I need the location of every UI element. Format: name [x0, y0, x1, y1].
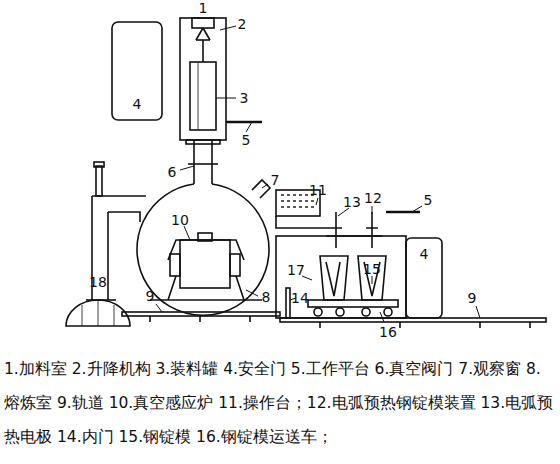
- support-frame: [86, 162, 146, 300]
- callout-number: 12: [364, 191, 382, 205]
- mould-chamber: [276, 236, 406, 318]
- loading-chamber: [180, 18, 226, 140]
- callout-number: 4: [420, 247, 429, 261]
- callout-number: 9: [146, 289, 155, 303]
- inner-door: [286, 288, 290, 318]
- platform: [226, 121, 262, 123]
- caption: 1.加料室 2.升降机构 3.装料罐 4.安全门 5.工作平台 6.真空阀门 7…: [4, 352, 556, 454]
- callout-number: 8: [262, 290, 271, 304]
- ingot-mould: [320, 256, 386, 300]
- callout-number: 7: [271, 173, 280, 187]
- callout-number: 2: [238, 17, 247, 31]
- vacuum-valve: [194, 140, 212, 184]
- induction-furnace: [168, 233, 244, 300]
- callout-number: 11: [309, 183, 327, 197]
- callout-number: 16: [379, 325, 397, 339]
- charging-tank: [190, 62, 216, 130]
- lift-mechanism: [192, 18, 214, 28]
- platform: [386, 211, 420, 213]
- mould-cart: [308, 300, 398, 316]
- callout-number: 9: [468, 291, 477, 305]
- callout-number: 6: [168, 165, 177, 179]
- melting-chamber: [137, 184, 269, 315]
- callout-number: 17: [287, 263, 305, 277]
- callout-number: 1: [199, 1, 208, 15]
- safety-door: [406, 238, 442, 318]
- leader-line: [156, 26, 480, 322]
- rail: [122, 312, 546, 328]
- callout-number: 10: [171, 213, 189, 227]
- arc-electrode: [326, 212, 382, 248]
- callout-number: 4: [133, 97, 142, 111]
- pump-dome: [66, 300, 130, 326]
- callout-number: 14: [291, 291, 309, 305]
- callout-number: 5: [424, 193, 433, 207]
- callout-number: 13: [343, 195, 361, 209]
- callout-number: 15: [363, 262, 381, 276]
- callout-number: 18: [89, 275, 107, 289]
- safety-door: [112, 22, 162, 120]
- callout-number: 5: [242, 133, 251, 147]
- observation-window: [252, 180, 270, 198]
- callout-number: 3: [240, 91, 249, 105]
